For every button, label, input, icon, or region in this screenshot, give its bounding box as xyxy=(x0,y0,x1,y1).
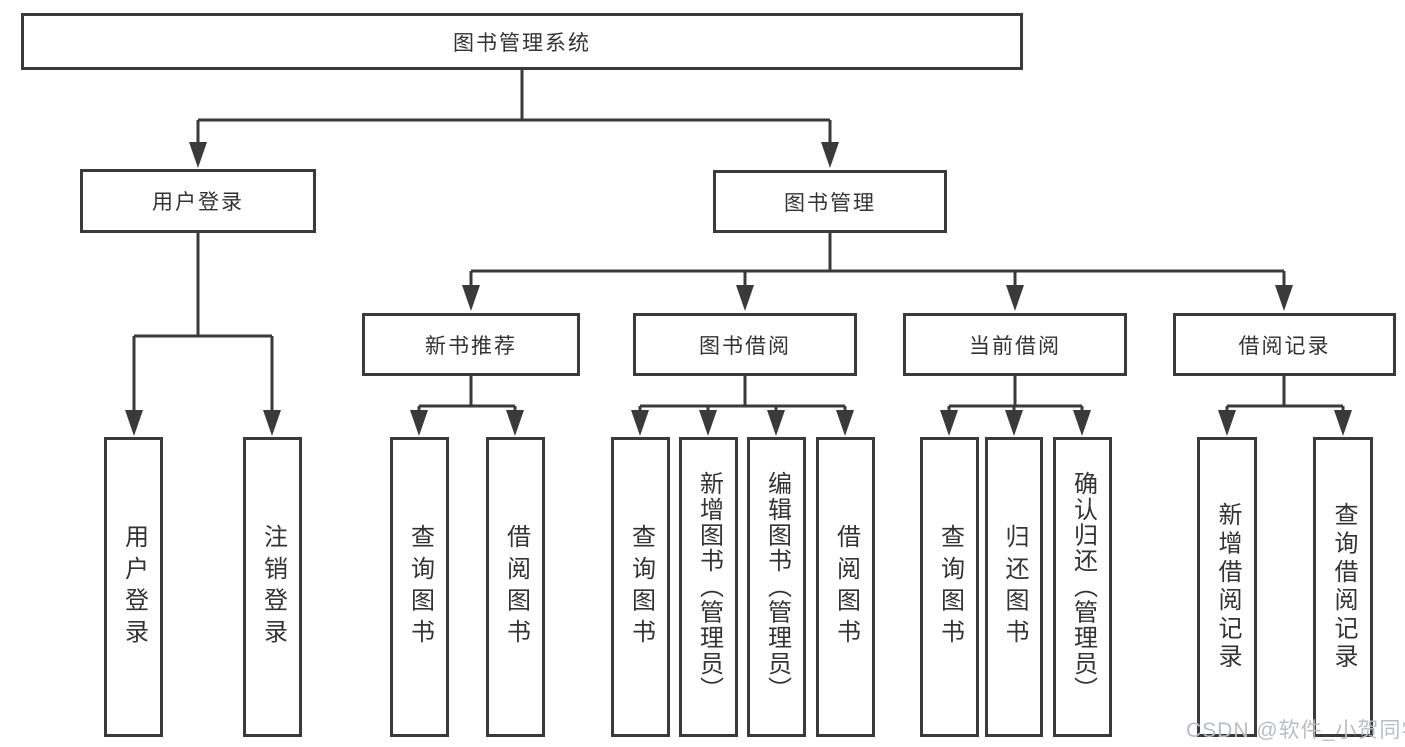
leaf-logout-label: 注销登录 xyxy=(259,523,287,651)
leaf-query-books-1-label: 查询图书 xyxy=(406,523,434,651)
connector-current-borrow-to-leaves xyxy=(947,376,1084,412)
leaf-logout: 注销登录 xyxy=(243,437,302,737)
leaf-return-books: 归还图书 xyxy=(985,437,1043,737)
node-current-borrowing-label: 当前借阅 xyxy=(969,334,1061,358)
leaf-user-login: 用户登录 xyxy=(104,437,163,737)
connector-new-book-to-leaves xyxy=(417,376,517,412)
leaf-query-books-2-label: 查询图书 xyxy=(627,523,655,651)
csdn-watermark: CSDN @软件_小贺同学 xyxy=(1186,719,1405,742)
leaf-borrow-books-1: 借阅图书 xyxy=(486,437,545,737)
node-root-label: 图书管理系统 xyxy=(453,31,591,55)
node-new-book-recommend-label: 新书推荐 xyxy=(425,334,517,358)
node-borrowing-records-label: 借阅记录 xyxy=(1238,334,1331,358)
node-book-management-label: 图书管理 xyxy=(784,191,876,215)
leaf-edit-books-admin: 编辑图书（管理员） xyxy=(747,437,806,737)
leaf-add-books-admin: 新增图书（管理员） xyxy=(679,437,738,737)
node-new-book-recommend: 新书推荐 xyxy=(362,313,580,376)
node-root: 图书管理系统 xyxy=(21,13,1023,70)
leaf-edit-books-admin-label: 编辑图书（管理员） xyxy=(763,471,791,703)
leaf-query-books-3: 查询图书 xyxy=(920,437,979,737)
leaf-confirm-return-admin-label: 确认归还（管理员） xyxy=(1069,471,1097,703)
leaf-query-books-1: 查询图书 xyxy=(390,437,449,737)
leaf-return-books-label: 归还图书 xyxy=(1001,523,1028,651)
node-book-management: 图书管理 xyxy=(713,170,947,233)
leaf-borrow-books-2: 借阅图书 xyxy=(816,437,875,737)
connector-book-management-to-level3 xyxy=(469,233,1286,287)
node-borrowing-records: 借阅记录 xyxy=(1173,313,1396,376)
node-current-borrowing: 当前借阅 xyxy=(903,313,1127,376)
node-user-login-label: 用户登录 xyxy=(152,191,244,214)
connector-root-to-level2 xyxy=(196,69,832,144)
node-book-borrowing-label: 图书借阅 xyxy=(699,334,791,358)
leaf-query-borrow-record-label: 查询借阅记录 xyxy=(1330,502,1357,672)
leaf-add-borrow-record-label: 新增借阅记录 xyxy=(1214,502,1241,672)
connector-user-login-to-leaves xyxy=(132,233,274,412)
leaf-query-borrow-record: 查询借阅记录 xyxy=(1313,437,1373,737)
leaf-borrow-books-2-label: 借阅图书 xyxy=(832,523,860,651)
connector-records-to-leaves xyxy=(1225,376,1345,412)
node-user-login: 用户登录 xyxy=(80,169,316,233)
node-book-borrowing: 图书借阅 xyxy=(633,313,857,376)
connector-book-borrow-to-leaves xyxy=(638,376,847,412)
leaf-user-login-label: 用户登录 xyxy=(120,523,148,651)
leaf-add-books-admin-label: 新增图书（管理员） xyxy=(695,471,723,703)
leaf-confirm-return-admin: 确认归还（管理员） xyxy=(1053,437,1112,737)
leaf-query-books-2: 查询图书 xyxy=(611,437,670,737)
leaf-query-books-3-label: 查询图书 xyxy=(936,523,964,651)
leaf-add-borrow-record: 新增借阅记录 xyxy=(1197,437,1257,737)
leaf-borrow-books-1-label: 借阅图书 xyxy=(502,523,530,651)
